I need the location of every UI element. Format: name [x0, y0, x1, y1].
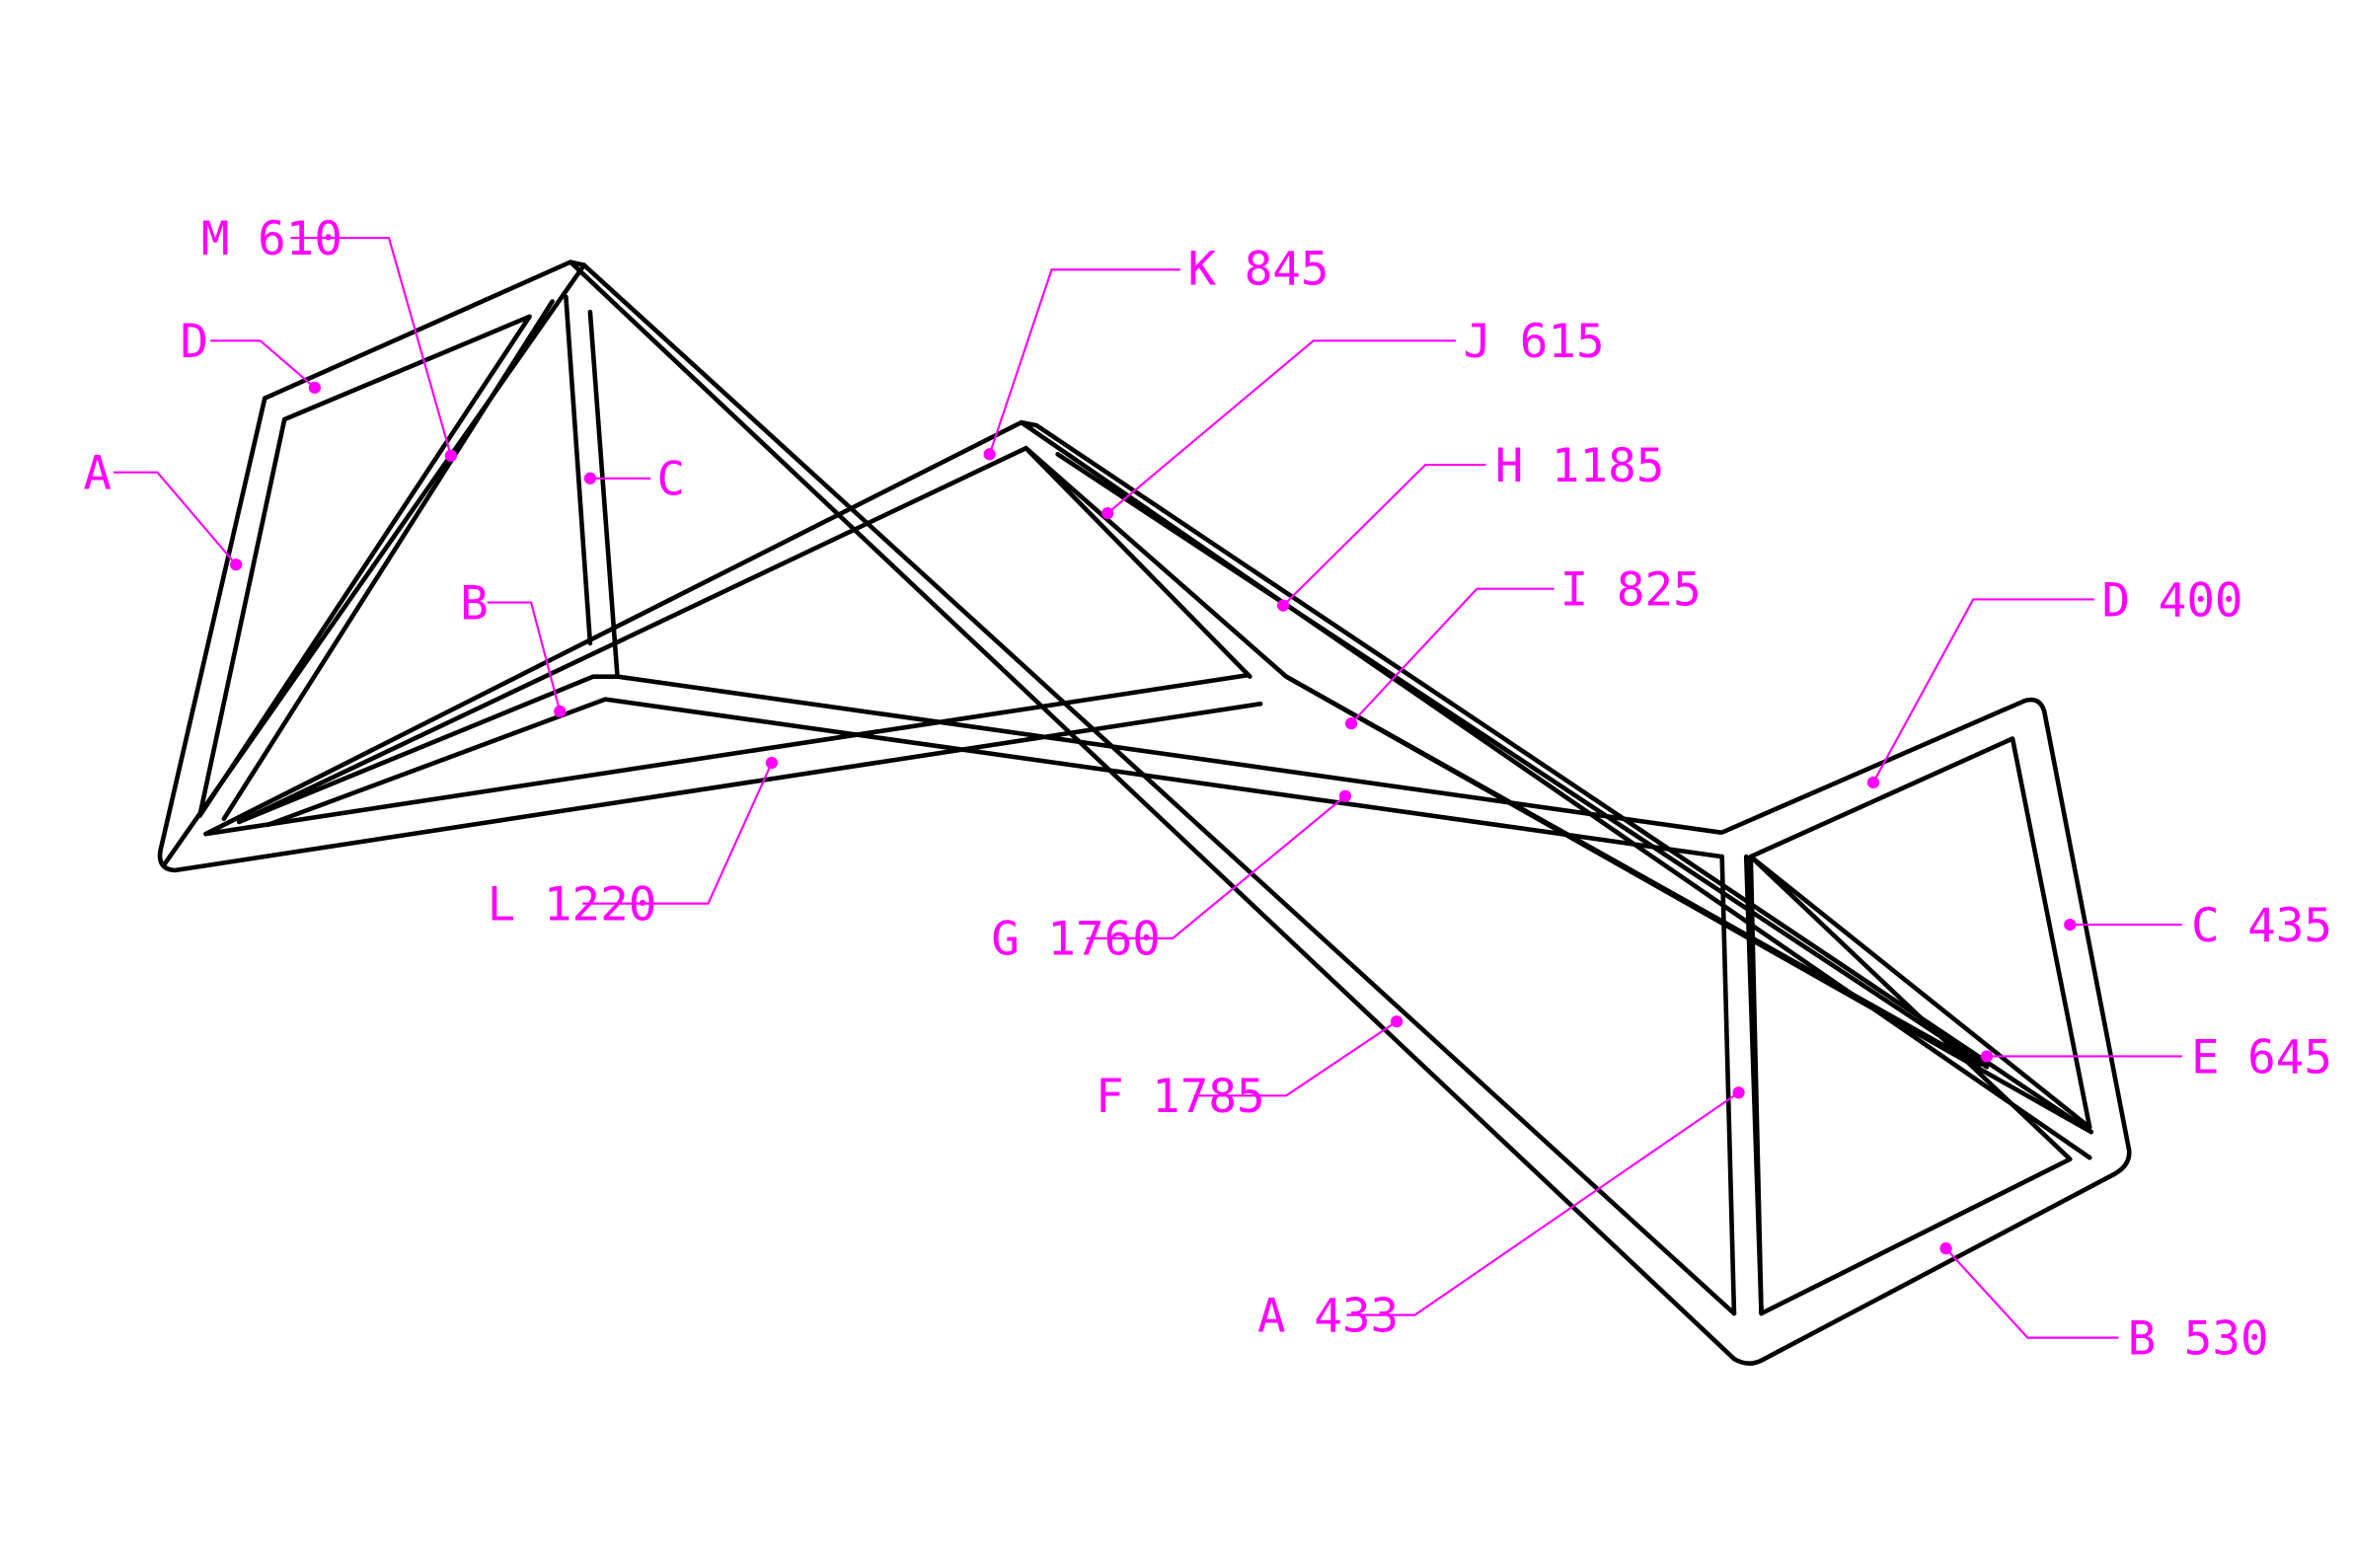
label-a-right: A 433 — [1257, 1289, 1399, 1343]
label-j: J 615 — [1464, 315, 1605, 369]
label-k: K 845 — [1187, 243, 1328, 297]
label-d-right: D 400 — [2102, 573, 2243, 628]
label-f: F 1785 — [1096, 1070, 1265, 1124]
label-c-right: C 435 — [2191, 899, 2332, 953]
label-h: H 1185 — [1495, 439, 1665, 493]
label-b-left: B — [460, 576, 489, 631]
callout-points — [230, 381, 2077, 1255]
label-l: L 1220 — [488, 877, 657, 932]
callout-leaders — [113, 236, 2182, 1339]
tube-frame-outline — [157, 260, 2132, 1366]
label-i: I 825 — [1560, 563, 1702, 618]
callout-labels: M 610 D A C B L 1220 K 845 J 615 H 1185 … — [83, 212, 2332, 1367]
label-c-left: C — [656, 453, 685, 507]
label-m: M 610 — [201, 212, 342, 266]
label-b-right: B 530 — [2128, 1311, 2269, 1366]
label-a-left: A — [83, 447, 112, 501]
label-e: E 645 — [2191, 1030, 2332, 1084]
label-g: G 1760 — [991, 913, 1161, 967]
label-d-left: D — [180, 315, 208, 369]
